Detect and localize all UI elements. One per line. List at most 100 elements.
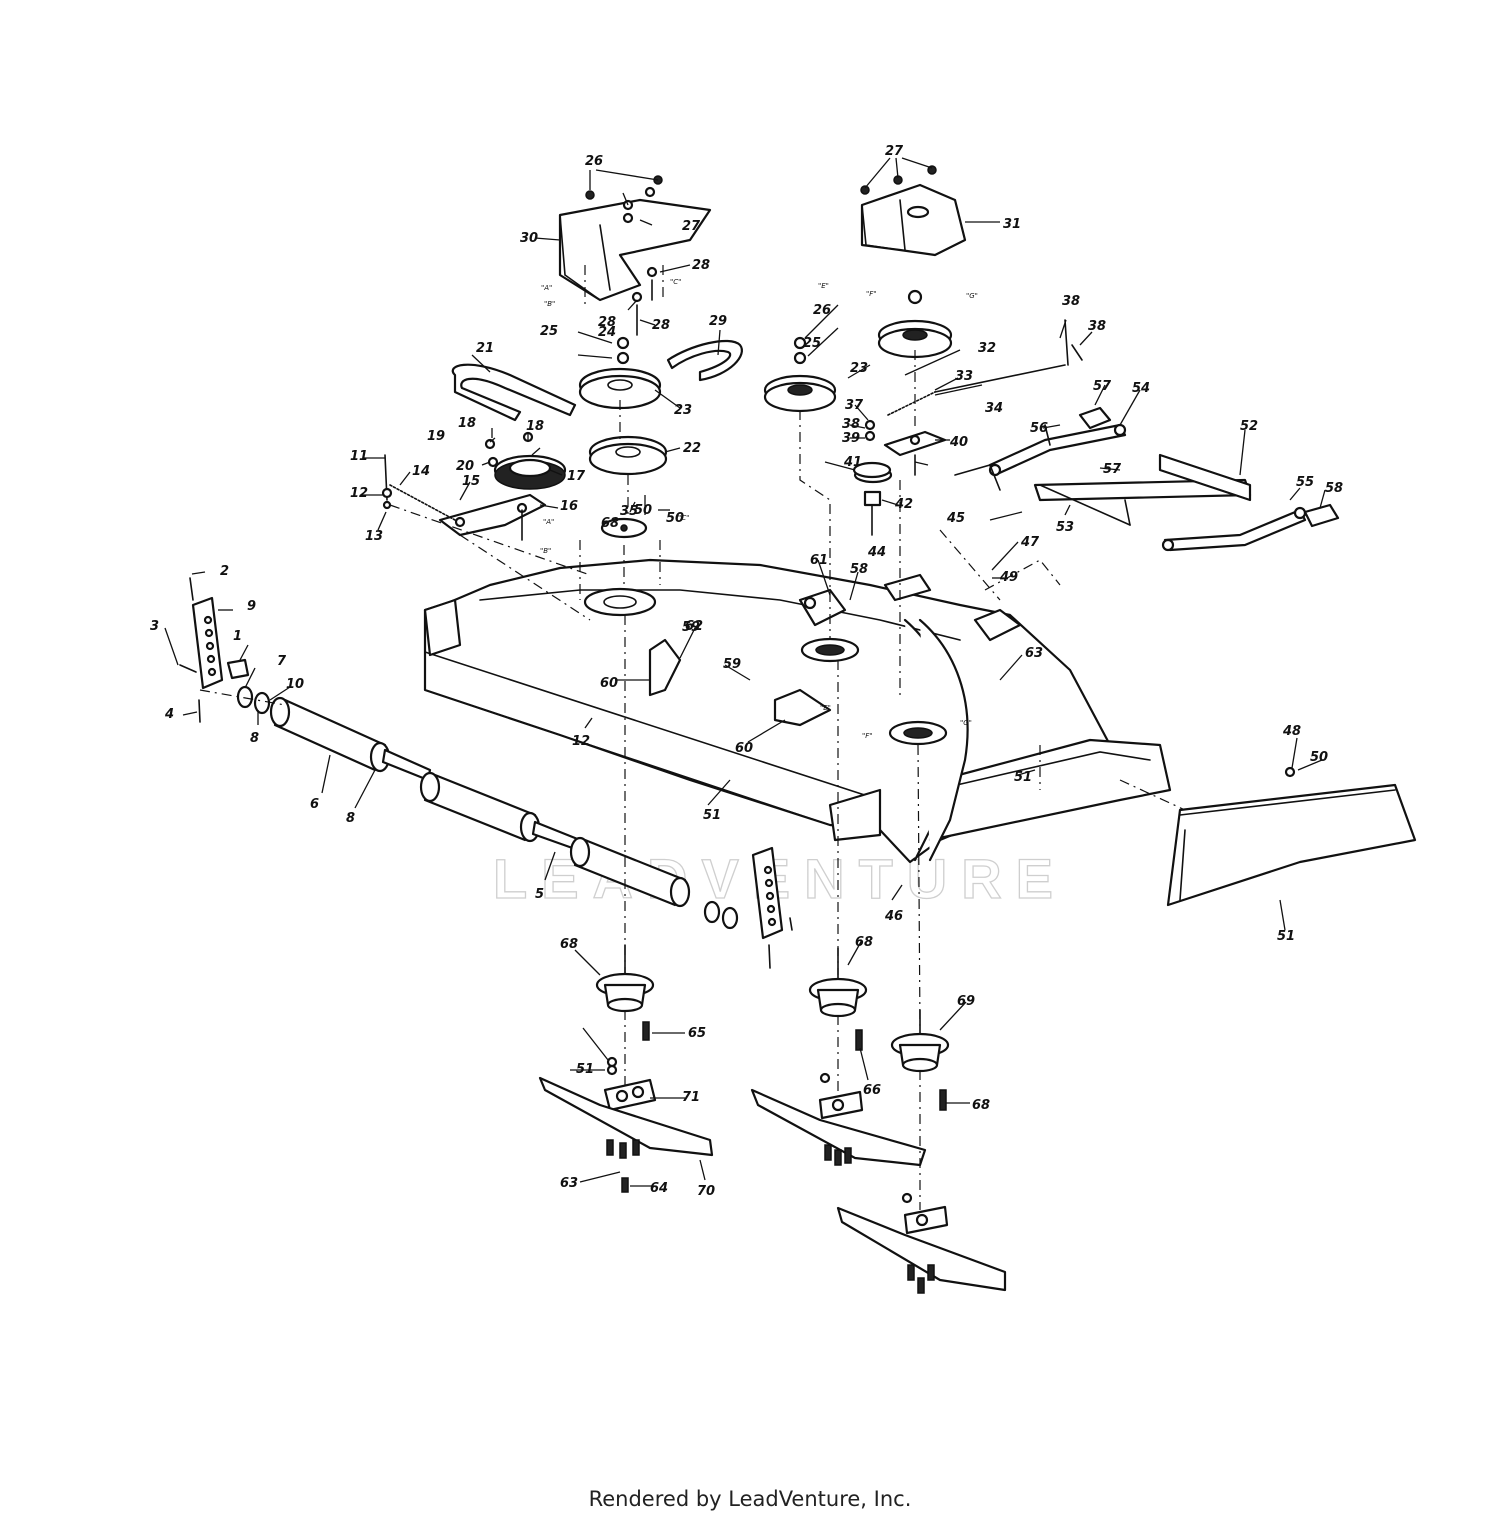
part-callout-44: 44 [867, 545, 886, 560]
part-callout-19: 19 [427, 429, 445, 444]
part-callout-56: 56 [1030, 421, 1048, 436]
part-callout-55: 55 [1296, 475, 1314, 490]
part-callout-39: 39 [842, 431, 860, 446]
ref-mark: "C" [670, 278, 681, 286]
mower-blades [538, 1076, 1007, 1292]
part-callout-12: 12 [572, 734, 590, 749]
guard-fasteners [585, 165, 937, 336]
ref-mark: "G" [960, 719, 972, 727]
part-callout-70: 70 [697, 1184, 715, 1199]
part-callout-40: 40 [949, 435, 968, 450]
part-callout-8: 8 [250, 731, 259, 746]
part-callout-57: 57 [1093, 379, 1112, 394]
part-callout-69: 69 [957, 994, 975, 1009]
part-callout-54: 54 [1132, 381, 1150, 396]
part-callout-51: 51 [1014, 770, 1032, 785]
part-callout-60: 60 [600, 676, 618, 691]
part-callout-27: 27 [885, 144, 904, 159]
part-callout-65: 65 [688, 1026, 706, 1041]
part-callout-66: 66 [863, 1083, 881, 1098]
anti-scalp-rollers [236, 685, 739, 930]
leader-lines [164, 157, 1326, 1187]
part-callout-18: 18 [526, 419, 544, 434]
part-callout-59: 59 [723, 657, 741, 672]
part-callout-45: 45 [946, 511, 965, 526]
alignment-lines [199, 265, 1186, 1210]
part-callout-23: 23 [674, 403, 692, 418]
part-callout-63: 63 [1025, 646, 1043, 661]
spindle-assemblies [595, 944, 950, 1073]
part-callout-47: 47 [1020, 535, 1040, 550]
part-callout-57: 57 [1103, 462, 1122, 477]
part-callout-3: 3 [150, 619, 159, 634]
part-callout-52: 52 [1240, 419, 1258, 434]
reference-marks: "A" "B" "C" "A" "B" "C" "E" "F" "G" "E" … [540, 278, 978, 740]
ref-mark: "E" [820, 704, 831, 712]
part-callout-26: 26 [585, 154, 603, 169]
part-callout-18: 18 [458, 416, 476, 431]
part-callout-23: 23 [850, 361, 868, 376]
part-callout-28: 28 [598, 315, 616, 330]
part-callout-50: 50 [634, 503, 652, 518]
blade-hubs [603, 1078, 949, 1235]
part-callout-51: 51 [1277, 929, 1295, 944]
part-callout-37: 37 [845, 398, 864, 413]
part-callout-68: 68 [855, 935, 873, 950]
part-callout-10: 10 [286, 677, 304, 692]
part-callout-20: 20 [456, 459, 474, 474]
ref-mark: "F" [862, 732, 872, 740]
part-callout-41: 41 [843, 455, 862, 470]
deck-brackets [648, 573, 932, 727]
belt-guards [558, 183, 967, 302]
part-callout-68: 68 [972, 1098, 990, 1113]
roller-brackets [179, 577, 793, 969]
discharge-deflector [1166, 766, 1417, 907]
part-callout-15: 15 [462, 474, 480, 489]
part-callout-29: 29 [709, 314, 727, 329]
part-callout-63: 63 [560, 1176, 578, 1191]
part-callout-68: 68 [560, 937, 578, 952]
part-callout-27: 27 [682, 219, 701, 234]
ref-mark: "C" [678, 514, 689, 522]
part-callout-38: 38 [842, 417, 860, 432]
part-callout-59: 59 [682, 620, 700, 635]
part-callout-62: 62 [685, 619, 703, 634]
part-callout-21: 21 [476, 341, 494, 356]
part-callout-38: 38 [1088, 319, 1106, 334]
part-callout-64: 64 [650, 1181, 668, 1196]
part-callout-38: 38 [1062, 294, 1080, 309]
ref-mark: "A" [543, 518, 554, 526]
part-callout-49: 49 [999, 570, 1018, 585]
part-callout-32: 32 [978, 341, 996, 356]
part-callout-61: 61 [810, 553, 828, 568]
part-callout-5: 5 [535, 887, 544, 902]
part-callout-11: 11 [350, 449, 368, 464]
ref-mark: "G" [966, 292, 978, 300]
ref-mark: "B" [540, 547, 551, 555]
part-callout-51: 51 [576, 1062, 594, 1077]
part-callout-26: 26 [813, 303, 831, 318]
part-callout-71: 71 [682, 1090, 700, 1105]
part-callout-31: 31 [1003, 217, 1021, 232]
part-callout-50: 50 [666, 511, 684, 526]
footer-credit: Rendered by LeadVenture, Inc. [588, 1487, 912, 1511]
part-callout-68: 68 [601, 516, 619, 531]
part-callout-25: 25 [803, 336, 821, 351]
part-callout-30: 30 [520, 231, 538, 246]
part-callout-33: 33 [955, 369, 973, 384]
pulleys-right [763, 289, 953, 536]
deck-spindle-tops [583, 587, 948, 746]
part-callout-46: 46 [884, 909, 903, 924]
idler-arm-assembly [381, 454, 547, 541]
part-callout-8: 8 [346, 811, 355, 826]
part-callout-22: 22 [683, 441, 701, 456]
ref-mark: "F" [866, 290, 876, 298]
part-callout-2: 2 [220, 564, 229, 579]
part-callout-9: 9 [247, 599, 256, 614]
part-callout-25: 25 [540, 324, 558, 339]
ref-mark: "A" [541, 284, 552, 292]
part-callout-4: 4 [164, 707, 174, 722]
part-callout-1: 1 [233, 629, 242, 644]
